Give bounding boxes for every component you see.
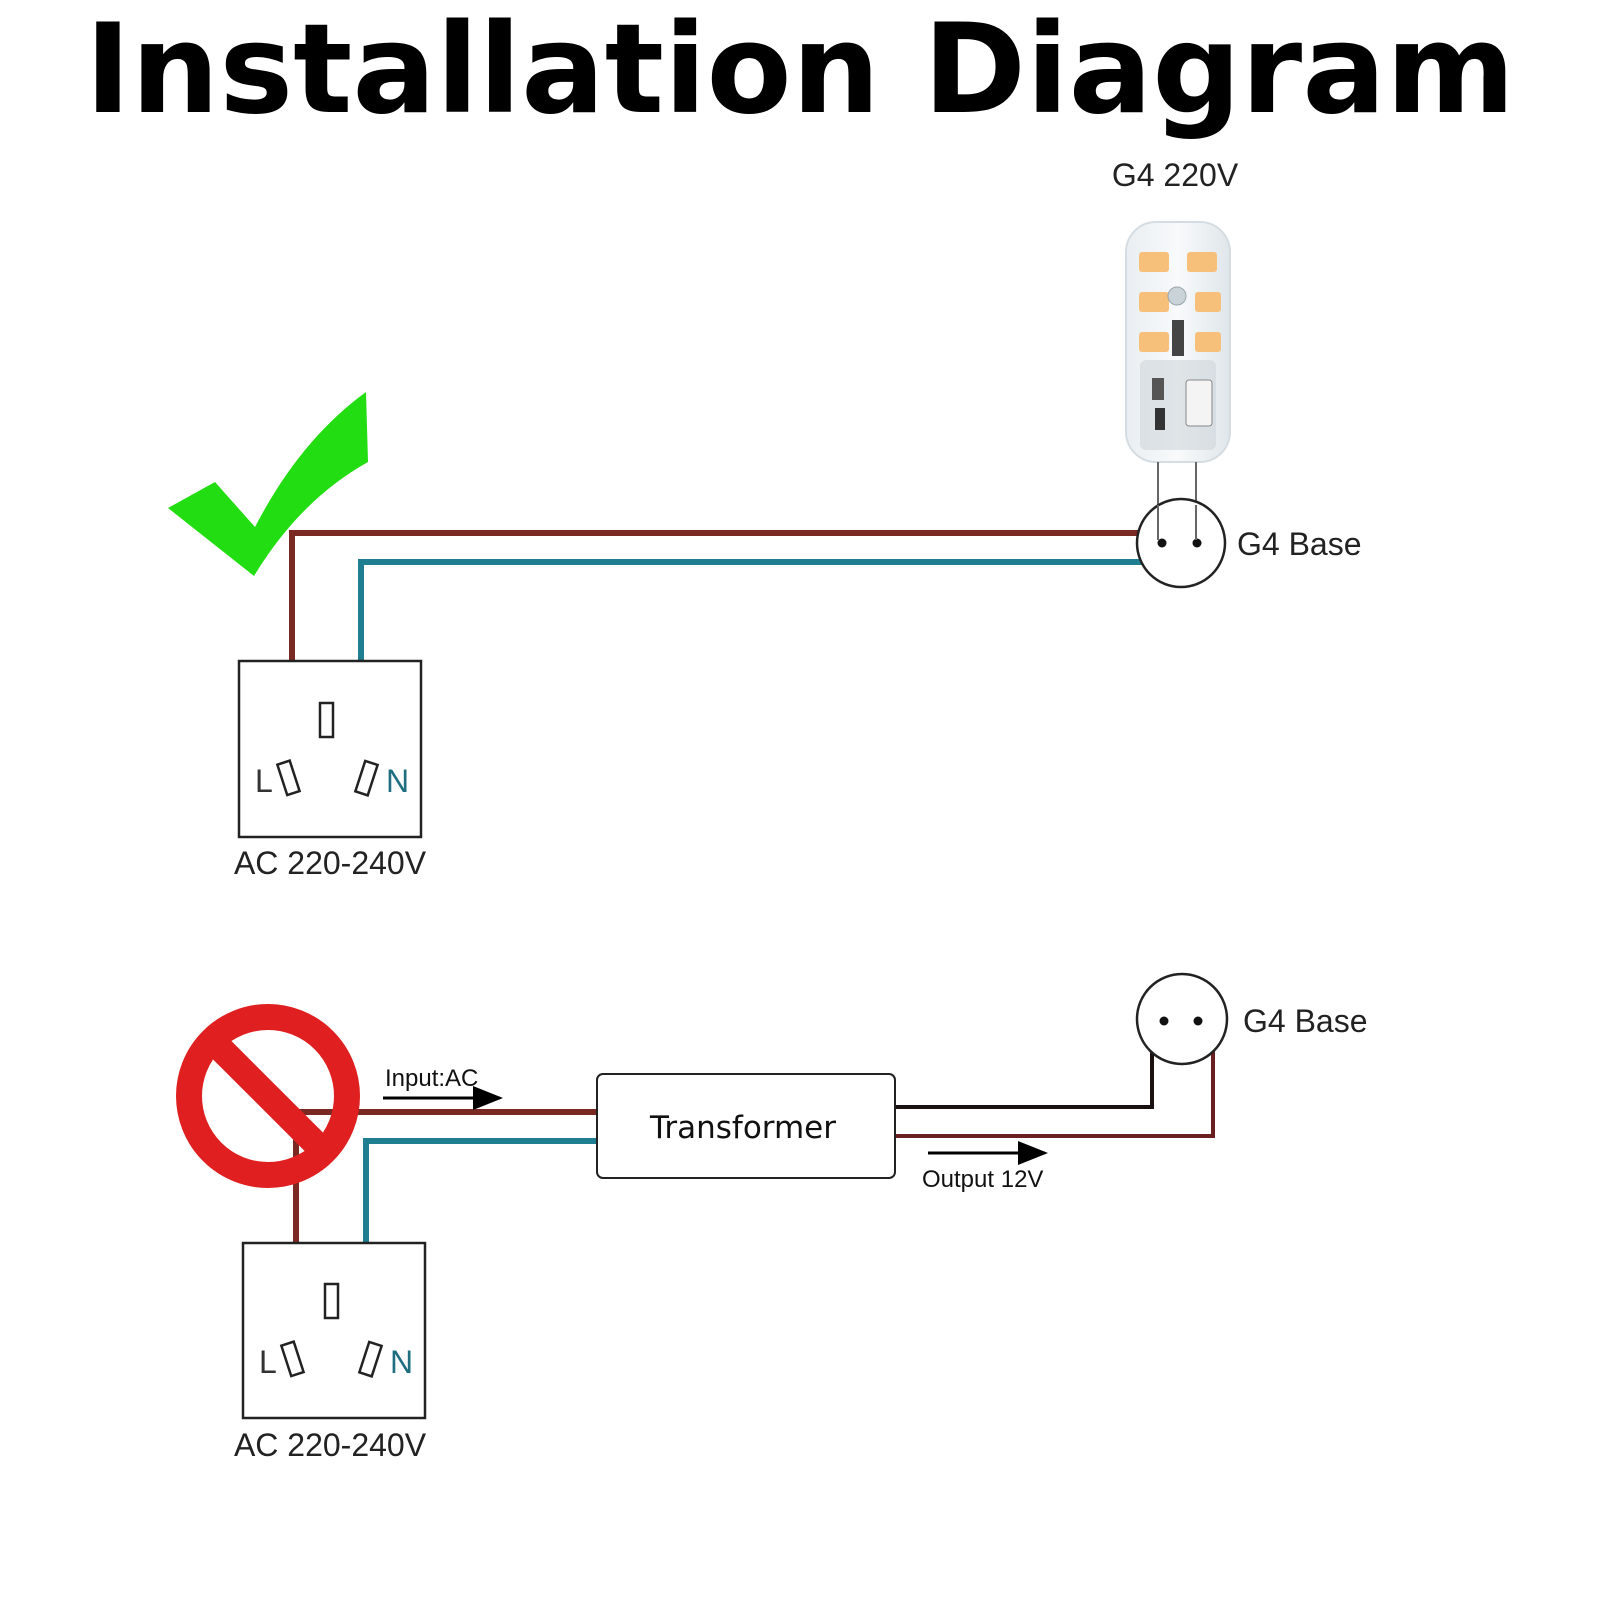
socket-voltage-label: AC 220-240V (234, 845, 427, 881)
g4-led-bulb-icon (1125, 221, 1231, 540)
correct-wiring-section: G4 220V (168, 157, 1362, 881)
page-title: Installation Diagram (85, 0, 1515, 142)
output-12v-label: Output 12V (922, 1166, 1043, 1193)
output-wire-2 (895, 1050, 1215, 1138)
transformer-label: Transformer (649, 1110, 836, 1146)
check-mark-icon (168, 392, 368, 576)
socket-neutral-label: N (386, 763, 409, 799)
g4-base-label: G4 Base (1237, 526, 1362, 562)
transformer-box: Transformer (596, 1073, 896, 1179)
g4-base-icon (1135, 972, 1229, 1066)
prohibited-icon (176, 1004, 360, 1188)
g4-base-icon (1135, 497, 1227, 589)
socket-neutral-label: N (390, 1344, 413, 1380)
socket-live-label: L (259, 1344, 277, 1380)
socket-voltage-label: AC 220-240V (234, 1427, 427, 1463)
wall-socket: L N (237, 659, 423, 839)
bulb-label: G4 220V (1112, 157, 1239, 193)
input-ac-label: Input:AC (385, 1065, 478, 1092)
output-wire-1 (895, 1050, 1154, 1109)
wall-socket: L N (241, 1241, 427, 1420)
socket-live-label: L (255, 763, 273, 799)
neutral-wire (358, 559, 1142, 772)
wrong-wiring-section: Input:AC Transformer Output 12V G4 Base … (176, 972, 1368, 1463)
g4-base-label: G4 Base (1243, 1003, 1368, 1039)
